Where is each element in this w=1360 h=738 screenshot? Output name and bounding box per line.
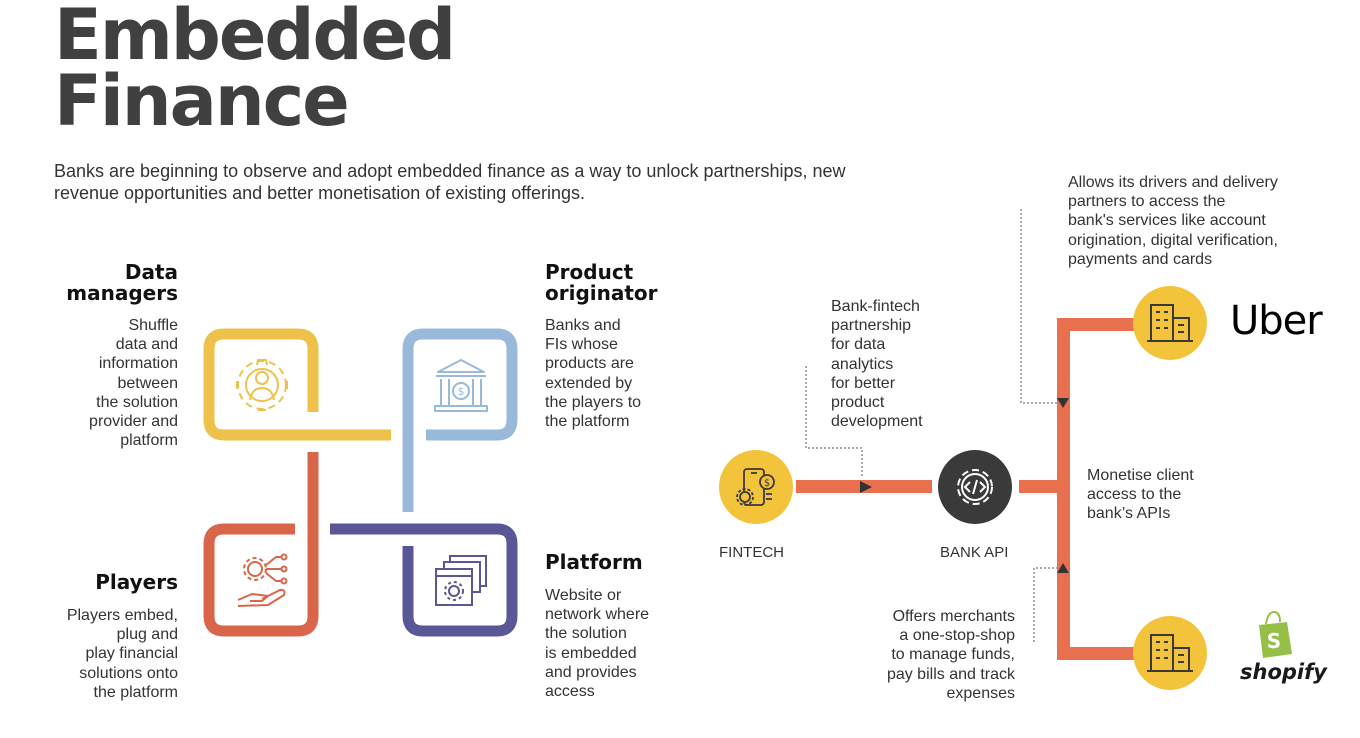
shopify-bag-icon: S (1259, 610, 1292, 658)
partnership-note-connector (805, 366, 863, 478)
players-heading: Players (95, 570, 178, 594)
page-title: Embedded Finance (54, 0, 456, 142)
arrow-right-icon (860, 481, 872, 493)
building-icon (1147, 304, 1193, 342)
subtitle: Banks are beginning to observe and adopt… (54, 161, 846, 203)
fintech-node: $ (719, 450, 793, 524)
uber-building-node (1133, 286, 1207, 360)
code-gear-icon (957, 469, 993, 505)
building-icon (1147, 634, 1193, 672)
title-line-1: Embedded (54, 0, 456, 76)
data-managers-frame (203, 328, 391, 441)
shopify-note: Offers merchants a one-stop-shop to mana… (886, 608, 1015, 702)
bank-icon: $ (434, 359, 488, 412)
players-description: Players embed, plug and play financial s… (66, 607, 178, 701)
svg-text:$: $ (458, 385, 465, 398)
hand-gears-icon (237, 553, 288, 607)
shopify-logo: shopify (1240, 660, 1327, 684)
players-frame (203, 452, 319, 637)
product-originator-frame (402, 328, 518, 512)
stacked-windows-gear-icon (435, 555, 487, 606)
gear-person-icon (236, 359, 288, 411)
platform-frame (330, 523, 518, 637)
partnership-note: Bank-fintech partnership for data analyt… (831, 298, 923, 431)
platform-heading: Platform (545, 550, 643, 574)
title-line-2: Finance (54, 60, 350, 142)
arrow-up-icon (1057, 563, 1069, 573)
uber-logo: Uber (1230, 298, 1323, 344)
fintech-label: FINTECH (719, 544, 784, 561)
vertical-trunk (1057, 318, 1070, 660)
shopify-building-node (1133, 616, 1207, 690)
svg-text:S: S (1267, 629, 1281, 653)
uber-note-connector (1020, 209, 1058, 404)
shopify-note-connector (1033, 567, 1058, 642)
bank-api-node (938, 450, 1012, 524)
phone-gear-icon: $ (736, 468, 775, 506)
product-originator-heading: Product originator (545, 260, 658, 305)
monetise-note: Monetise client access to the bank’s API… (1087, 467, 1194, 523)
svg-text:$: $ (764, 478, 770, 489)
uber-note: Allows its drivers and delivery partners… (1068, 174, 1278, 268)
product-originator-description: Banks and FIs whose products are extende… (545, 317, 642, 431)
bank-api-label: BANK API (940, 544, 1009, 561)
bankapi-trunk-link (1019, 480, 1063, 493)
data-managers-heading: Data managers (66, 260, 178, 305)
arrow-down-icon (1057, 398, 1069, 408)
shopify-branch (1057, 647, 1137, 660)
uber-branch (1057, 318, 1137, 331)
platform-description: Website or network where the solution is… (545, 587, 650, 701)
data-managers-description: Shuffle data and information between the… (89, 317, 178, 450)
